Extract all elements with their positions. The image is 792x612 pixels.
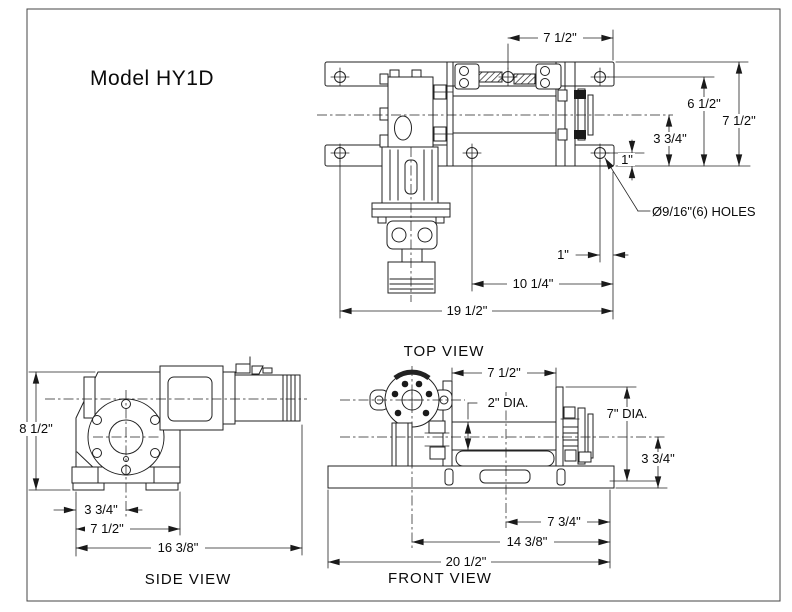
- dim-front-drum-diameter: 2" DIA.: [464, 395, 537, 451]
- dim-text: 7" DIA.: [607, 406, 648, 421]
- ratchet-plate: [577, 407, 586, 465]
- dim-front-flange-diameter: 7" DIA.: [565, 386, 658, 482]
- side-view-label: SIDE VIEW: [145, 571, 232, 588]
- dim-text: 6 1/2": [687, 96, 721, 111]
- threaded-rod-right: [513, 73, 536, 85]
- dim-text: 3 3/4": [84, 502, 118, 517]
- tie-bar: [455, 450, 555, 467]
- motor-manifold: [387, 261, 436, 294]
- dim-text: 7 1/2": [543, 30, 577, 45]
- drum-flange-right: [555, 386, 564, 467]
- front-base: [327, 465, 615, 489]
- dim-text: 8 1/2": [19, 421, 53, 436]
- dim-text: 7 1/2": [487, 365, 521, 380]
- dim-text: 3 3/4": [641, 451, 675, 466]
- gearbox-oil-port: [394, 115, 412, 141]
- hydraulic-port-left: [391, 227, 407, 243]
- dim-text: 20 1/2": [446, 554, 487, 569]
- dim-text: 19 1/2": [447, 303, 488, 318]
- dim-text: 7 1/2": [722, 113, 756, 128]
- dim-text: 3 3/4": [653, 131, 687, 146]
- holes-note-text: Ø9/16"(6) HOLES: [652, 204, 756, 219]
- dim-side-housing-width: 7 1/2": [75, 491, 181, 536]
- front-view: 7 1/2" 2" DIA. 7" DIA. 3 3/4": [327, 365, 681, 587]
- base-slot: [479, 469, 531, 484]
- top-view-label: TOP VIEW: [404, 343, 485, 360]
- dim-side-center-offset: 3 3/4": [53, 491, 143, 557]
- dim-text: 7 3/4": [547, 514, 581, 529]
- top-view: 7 1/2" 6 1/2" 7 1/2" 3 3/4" 1": [317, 29, 762, 360]
- front-view-label: FRONT VIEW: [388, 570, 492, 587]
- dim-front-bottom-cluster: 7 3/4" 14 3/8" 20 1/2": [327, 489, 611, 569]
- dim-top-bottom-cluster: 1" 10 1/4" 19 1/2": [339, 159, 629, 320]
- hydraulic-port-right: [417, 227, 433, 243]
- dim-text: 2" DIA.: [488, 395, 529, 410]
- dim-text: 10 1/4": [513, 276, 554, 291]
- side-view: 8 1/2" 3 3/4" 7 1/2" 16 3/8" SIDE VIEW: [15, 356, 307, 588]
- dim-text: 1": [557, 247, 569, 262]
- drawing-title: Model HY1D: [90, 67, 214, 90]
- motor-support-post: [391, 422, 413, 467]
- hydraulic-motor-side-view: [234, 374, 284, 422]
- threaded-rod-left: [478, 71, 503, 83]
- gearbox-top-view: [387, 76, 434, 148]
- dim-front-drum-length: 7 1/2": [451, 365, 557, 387]
- dim-side-overall-length: 16 3/8": [75, 424, 303, 556]
- dim-text: 16 3/8": [158, 540, 199, 555]
- dim-top-right-cluster: 6 1/2" 7 1/2" 3 3/4" 1": [605, 61, 762, 181]
- dim-text: 1": [621, 152, 633, 167]
- dim-text: 7 1/2": [90, 521, 124, 536]
- dim-top-hole-span: 7 1/2": [507, 29, 614, 70]
- brake-disc-top-view: [577, 88, 586, 141]
- dim-text: 14 3/8": [507, 534, 548, 549]
- holes-note: Ø9/16"(6) HOLES: [604, 157, 756, 219]
- dim-side-height: 8 1/2": [15, 371, 96, 491]
- dim-front-center-height: 3 3/4": [615, 436, 681, 489]
